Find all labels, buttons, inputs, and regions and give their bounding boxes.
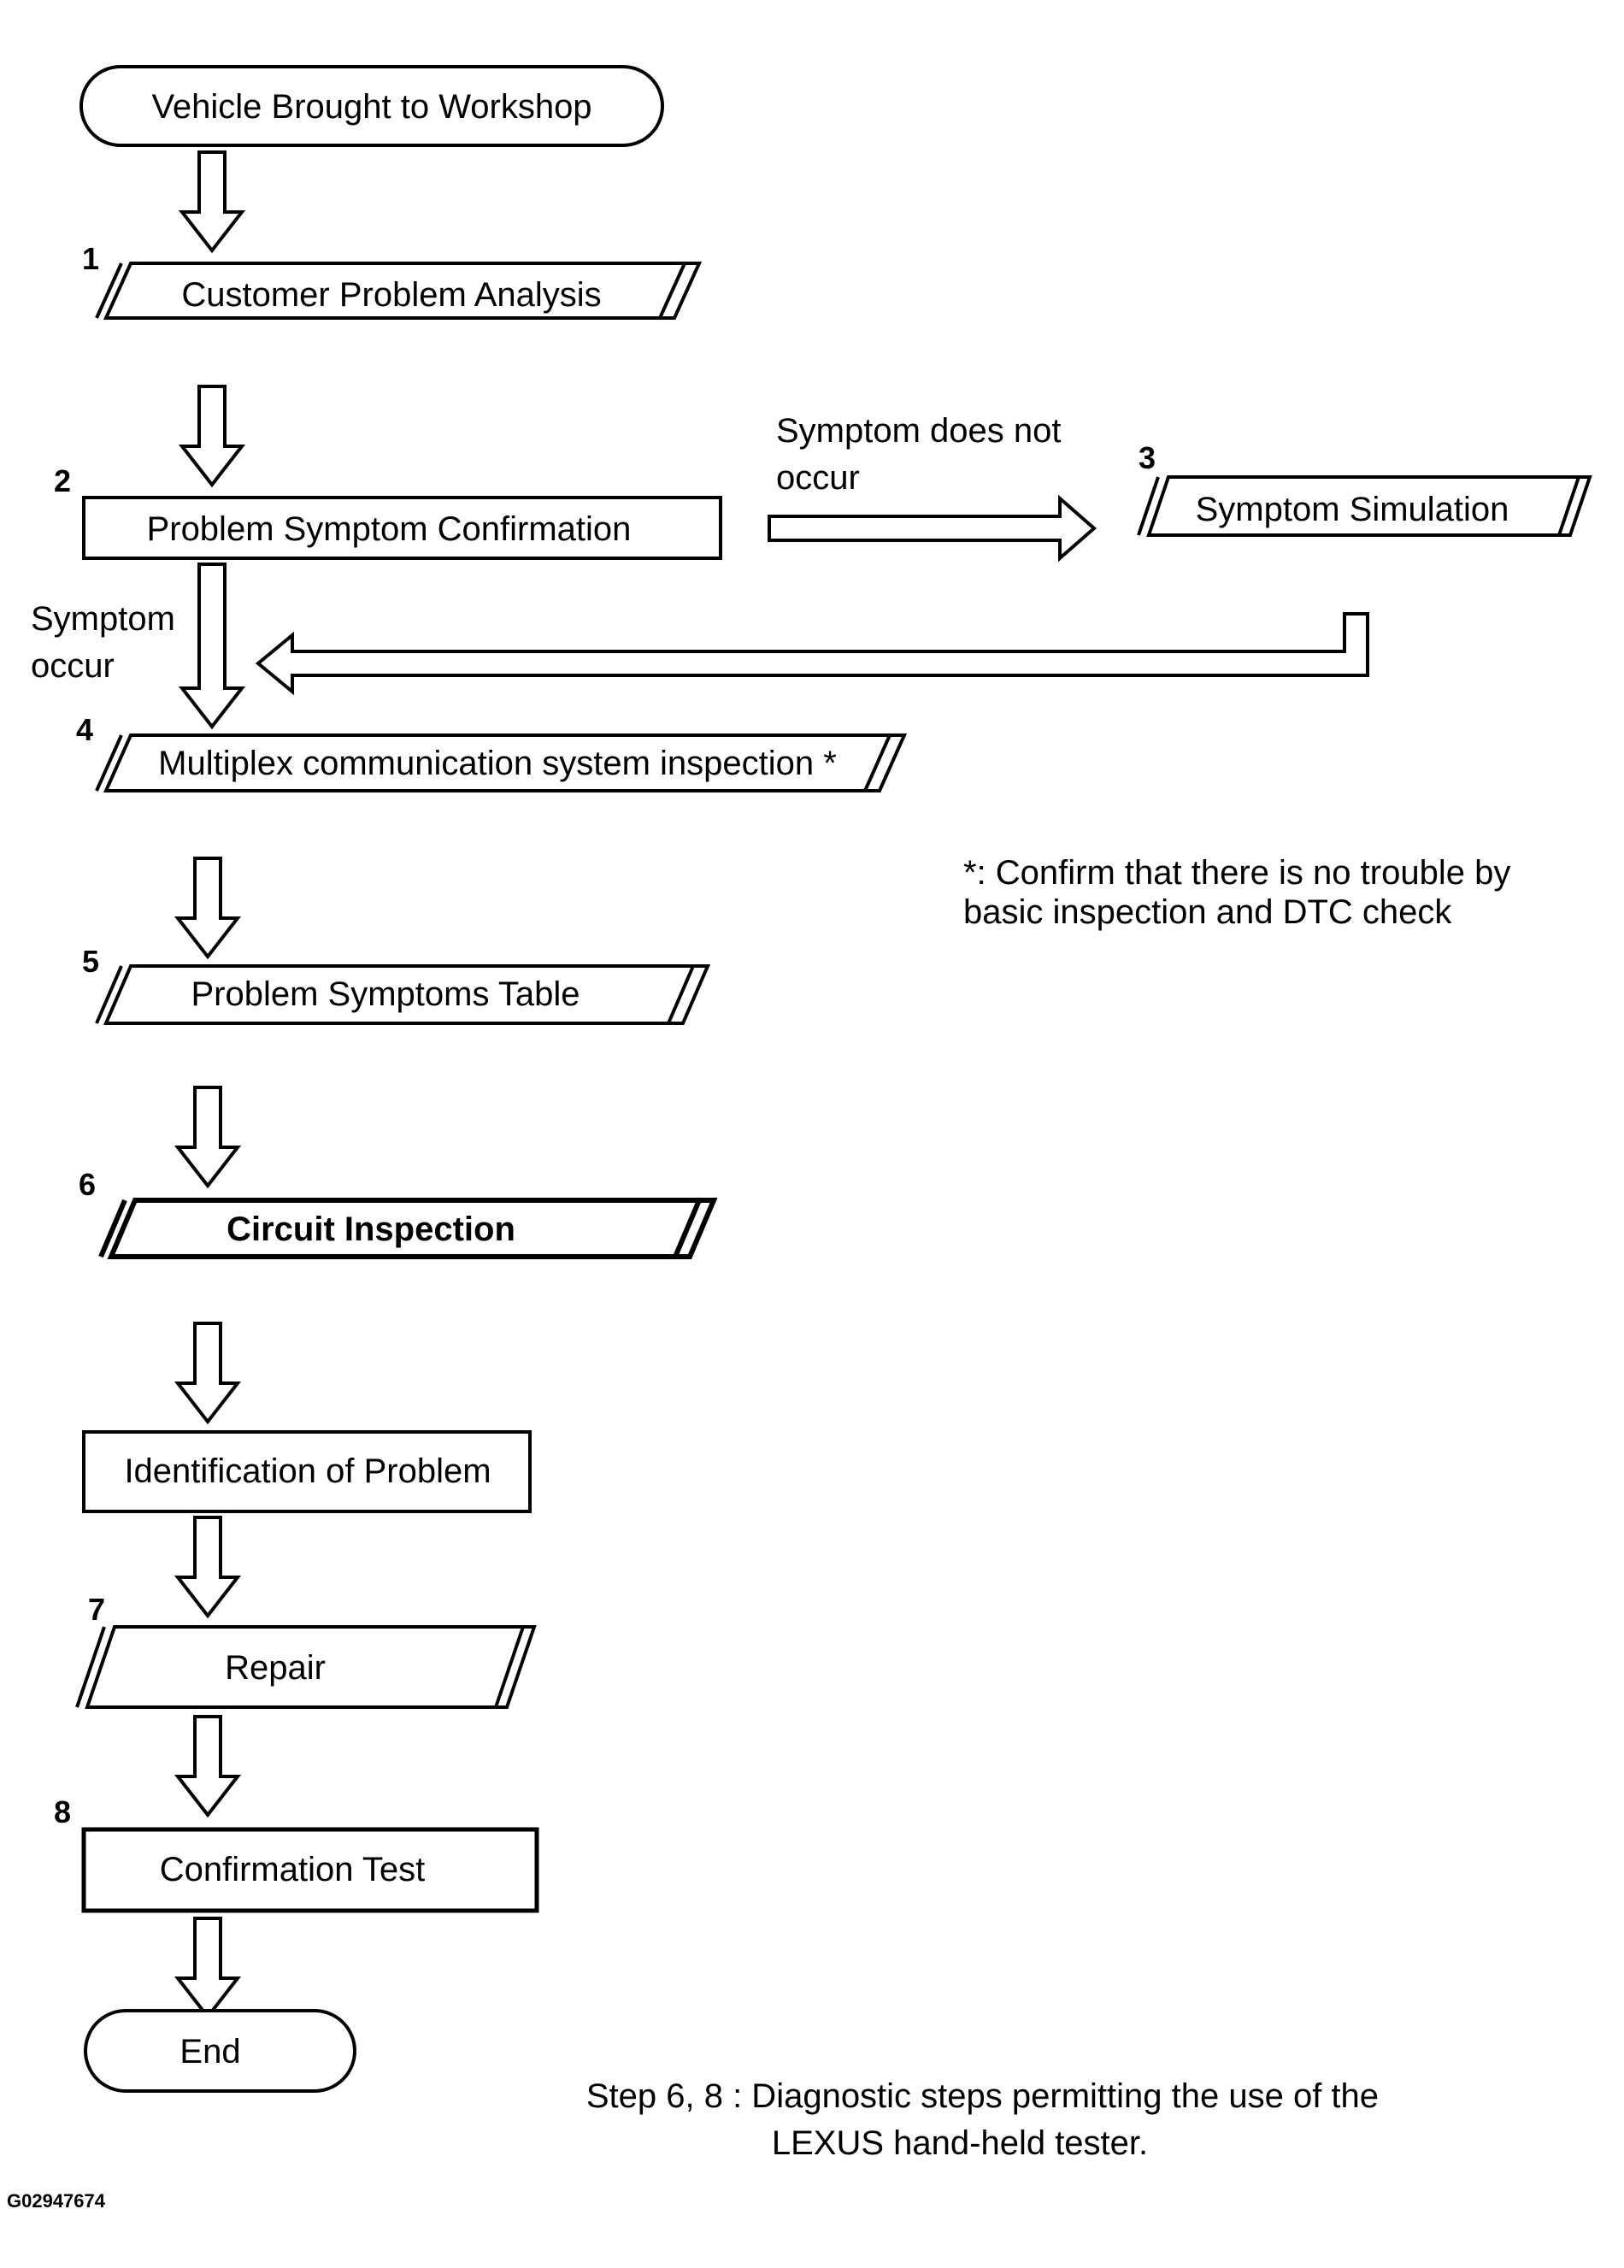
step-3-node: Symptom Simulation [1137,475,1592,537]
down-arrow [174,1086,242,1189]
step-4-node: Multiplex communication system inspectio… [95,733,908,792]
branch-label-occur: Symptom occur [31,600,185,685]
step-2-node: Problem Symptom Confirmation [82,496,722,560]
identification-label: Identification of Problem [124,1452,491,1490]
step-1-label: Customer Problem Analysis [181,276,601,314]
step-4-number: 4 [76,712,93,747]
step-3-label: Symptom Simulation [1196,491,1509,528]
step-7-node: Repair [75,1625,537,1709]
step-5-number: 5 [82,944,99,979]
right-arrow [768,494,1097,563]
step-4-label: Multiplex communication system inspectio… [158,745,837,782]
end-node: End [84,2009,356,2093]
step-2-label: Problem Symptom Confirmation [147,510,632,548]
step-2-number: 2 [54,463,71,498]
step-6-label: Circuit Inspection [227,1211,515,1248]
start-node: Vehicle Brought to Workshop [79,65,664,147]
down-arrow [174,1917,242,2020]
down-arrow [178,563,246,730]
step-3-number: 3 [1139,440,1156,475]
down-arrow [174,1516,242,1619]
branch-label-does-not-occur: Symptom does not occur [776,412,1071,497]
figure-code: G02947674 [7,2190,106,2212]
step-7-number: 7 [88,1592,105,1627]
down-arrow [174,857,242,960]
start-label: Vehicle Brought to Workshop [151,88,591,126]
step-5-node: Problem Symptoms Table [95,964,711,1025]
down-arrow [178,150,246,254]
down-arrow [174,1322,242,1425]
down-arrow [174,1715,242,1818]
step-8-label: Confirmation Test [160,1851,426,1888]
step-6-node: Circuit Inspection [98,1198,718,1259]
step-7-label: Repair [225,1649,326,1687]
down-arrow [178,385,246,488]
footer-note: Step 6, 8 : Diagnostic steps permitting … [586,2077,1388,2162]
step-8-number: 8 [54,1794,71,1829]
step-1-node: Customer Problem Analysis [95,262,703,320]
return-arrow [255,612,1369,696]
step-6-number: 6 [79,1167,96,1202]
asterisk-note: *: Confirm that there is no trouble by b… [963,854,1520,931]
step-1-number: 1 [82,241,99,276]
step-5-label: Problem Symptoms Table [191,975,580,1013]
end-label: End [179,2033,240,2071]
step-8-node: Confirmation Test [81,1827,539,1913]
identification-node: Identification of Problem [82,1430,532,1513]
